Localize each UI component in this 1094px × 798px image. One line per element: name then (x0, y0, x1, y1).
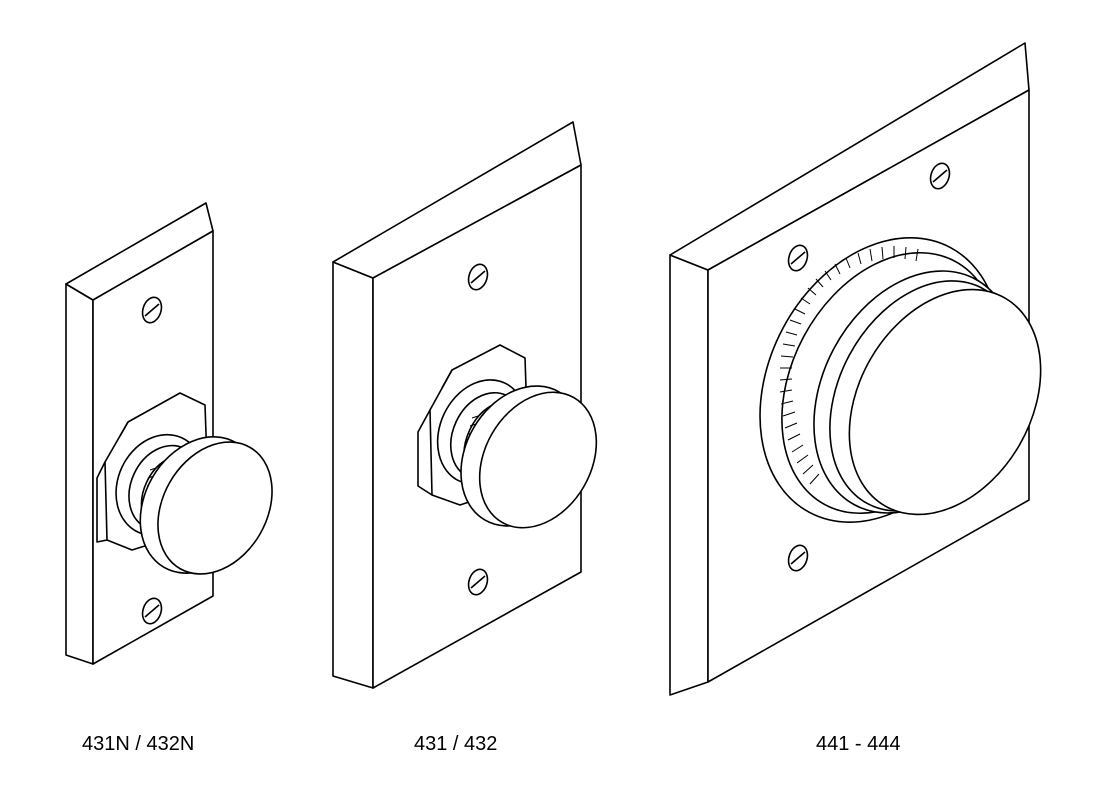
screw-top (467, 263, 489, 291)
screw-bottom (141, 597, 163, 625)
screw-top-left (787, 244, 809, 272)
plate-edge-left (65, 283, 94, 665)
button-cap-face (478, 391, 598, 529)
screw-top-right (929, 162, 951, 190)
screw-bottom-left (787, 544, 809, 572)
plate-edge-left (332, 261, 374, 689)
screw-bottom (467, 568, 489, 596)
button-441-drawing (669, 42, 1042, 696)
button-cap-face (848, 288, 1042, 516)
model-label-431-432: 431 / 432 (414, 733, 498, 755)
model-label-431n-432n: 431N / 432N (82, 733, 195, 755)
button-431n-drawing (65, 202, 273, 665)
model-label-441-444: 441 - 444 (816, 733, 901, 755)
plate-edge-left (669, 254, 709, 696)
screw-top (141, 296, 163, 324)
button-431-drawing (332, 121, 598, 689)
button-cap-face (157, 441, 273, 575)
